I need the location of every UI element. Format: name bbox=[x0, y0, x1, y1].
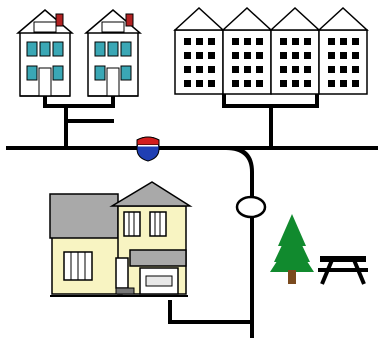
apartment-unit bbox=[271, 8, 319, 94]
apartment-unit bbox=[223, 8, 271, 94]
apartment-unit bbox=[319, 8, 367, 94]
picnic-table-icon bbox=[318, 256, 368, 284]
manhole-icon bbox=[237, 197, 265, 217]
apartment-branch-line bbox=[224, 95, 317, 148]
suburban-house-icon bbox=[50, 182, 190, 296]
townhouse-icon bbox=[18, 10, 72, 96]
pine-tree-icon bbox=[270, 214, 314, 284]
house-branch-line bbox=[228, 148, 252, 336]
highway-shield-icon bbox=[137, 137, 159, 161]
townhouse-icon bbox=[86, 10, 140, 96]
townhouse-branch-line bbox=[45, 96, 113, 148]
apartment-row-icon bbox=[175, 8, 367, 94]
apartment-unit bbox=[175, 8, 223, 94]
house-service-line bbox=[170, 302, 252, 322]
